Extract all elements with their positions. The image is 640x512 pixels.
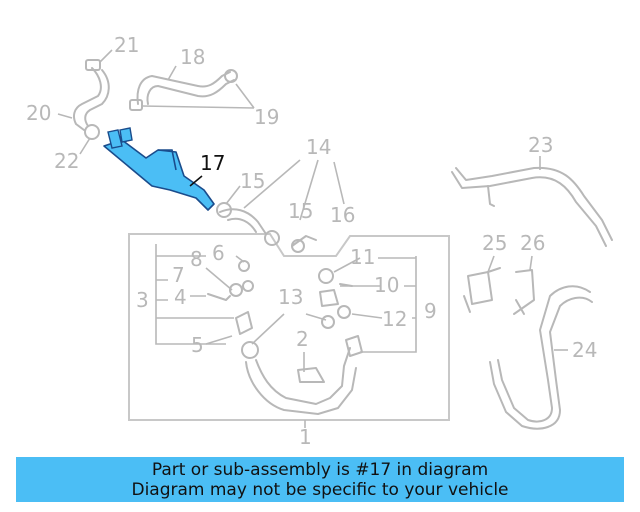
banner-line-part: Part or sub-assembly is #17 in diagram — [151, 460, 489, 480]
part-17-pipe-highlighted — [103, 127, 215, 211]
label-part-8: 8 — [190, 247, 203, 271]
label-part-10: 10 — [374, 273, 399, 297]
part-23-hose — [451, 166, 613, 247]
assembly-inner-parts — [207, 260, 363, 415]
label-part-3: 3 — [136, 288, 149, 312]
label-part-14: 14 — [306, 135, 331, 159]
part-26-bracket — [513, 269, 535, 315]
assembly-frame — [128, 233, 450, 421]
label-part-26: 26 — [520, 231, 545, 255]
label-part-20: 20 — [26, 101, 51, 125]
parts-diagram: 1 2 3 4 5 6 7 8 9 10 11 12 13 14 15 15 1… — [26, 33, 613, 449]
label-part-22: 22 — [54, 149, 79, 173]
label-part-15b: 15 — [288, 199, 313, 223]
label-part-21: 21 — [114, 33, 139, 57]
banner-line-disclaimer: Diagram may not be specific to your vehi… — [131, 480, 509, 500]
label-part-24: 24 — [572, 338, 597, 362]
label-part-17: 17 — [200, 151, 225, 175]
label-part-12: 12 — [382, 307, 407, 331]
label-part-11: 11 — [350, 245, 375, 269]
label-part-18: 18 — [180, 45, 205, 69]
part-14-hose — [216, 202, 317, 253]
label-part-1: 1 — [299, 425, 312, 449]
label-part-7: 7 — [172, 263, 185, 287]
label-part-9: 9 — [424, 299, 437, 323]
label-part-2: 2 — [296, 327, 309, 351]
label-part-4: 4 — [174, 285, 187, 309]
info-banner: Part or sub-assembly is #17 in diagram D… — [16, 457, 624, 502]
label-part-6: 6 — [212, 241, 225, 265]
label-part-19: 19 — [254, 105, 279, 129]
part-25-bracket — [463, 267, 501, 313]
label-part-15a: 15 — [240, 169, 265, 193]
label-part-5: 5 — [191, 333, 204, 357]
label-part-23: 23 — [528, 133, 553, 157]
part-18-hose — [129, 69, 238, 111]
assembly-leaders — [155, 244, 417, 372]
label-part-25: 25 — [482, 231, 507, 255]
label-part-13: 13 — [278, 285, 303, 309]
part-24-hose — [489, 285, 593, 430]
part-17-leader — [189, 175, 203, 187]
label-part-16: 16 — [330, 203, 355, 227]
part-20-hose — [73, 59, 110, 140]
